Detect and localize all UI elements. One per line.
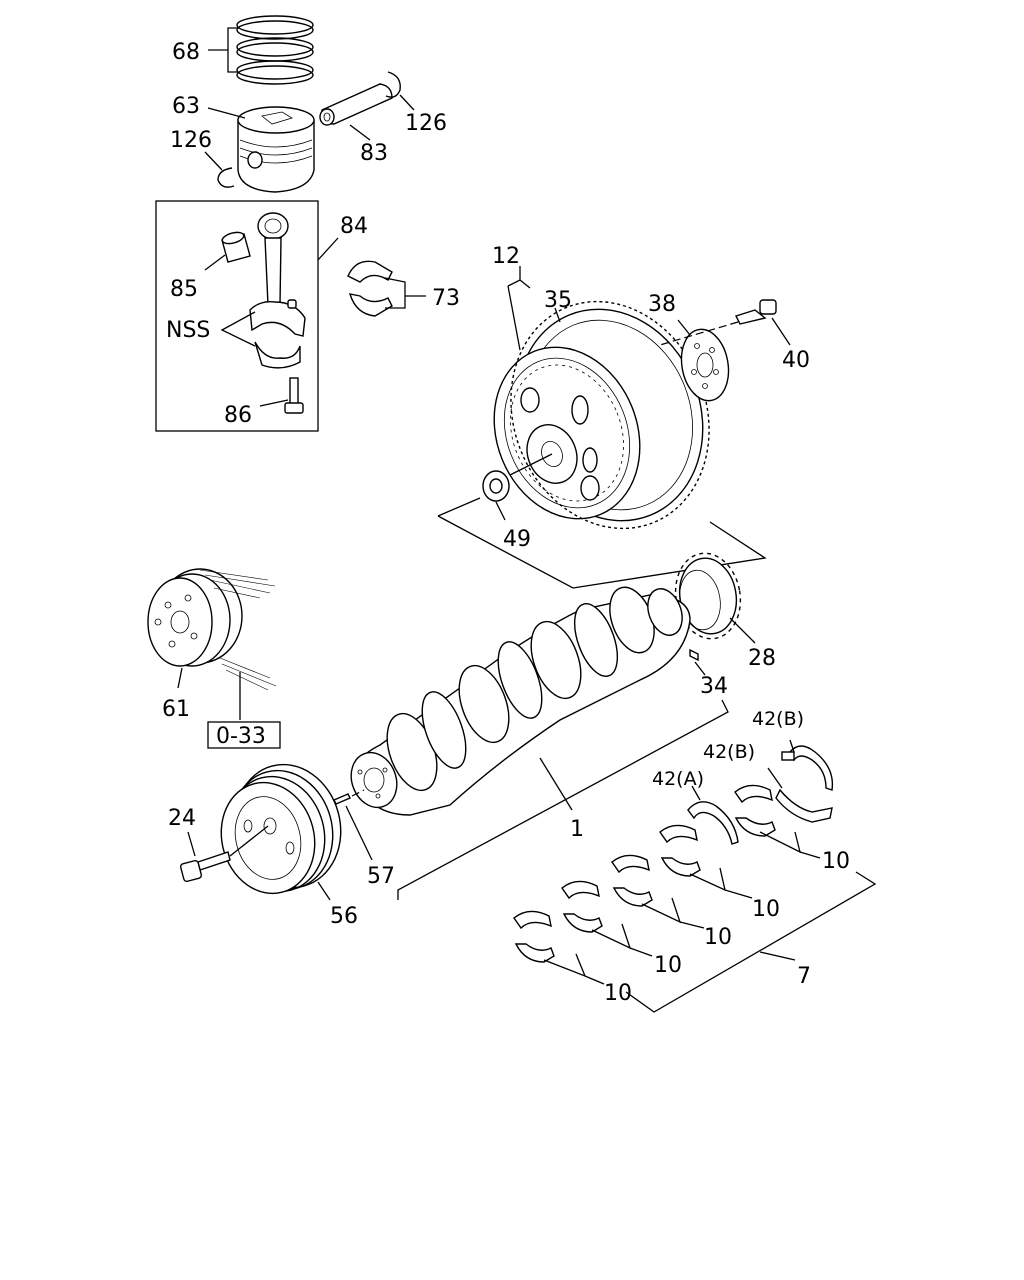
label-126-upper: 126 — [405, 111, 447, 136]
crank-pulley — [220, 763, 342, 895]
label-7: 7 — [797, 964, 811, 989]
thrust-washer-b-upper — [781, 745, 834, 791]
front-pulley — [147, 568, 243, 667]
label-49: 49 — [503, 527, 531, 552]
label-24: 24 — [168, 806, 196, 831]
main-bearing-1 — [513, 910, 555, 963]
flywheel — [493, 300, 710, 530]
crank-key — [689, 648, 699, 662]
label-86: 86 — [224, 403, 252, 428]
main-bearing-2 — [561, 880, 603, 933]
label-NSS: NSS — [166, 318, 210, 343]
label-10-d: 10 — [752, 897, 780, 922]
pilot-bearing — [482, 470, 510, 502]
label-28: 28 — [748, 646, 776, 671]
dowel-pin — [333, 793, 351, 805]
rod-bolt — [284, 299, 304, 414]
label-10-c: 10 — [704, 925, 732, 950]
piston-rings — [236, 15, 314, 85]
main-bearing-5 — [734, 784, 776, 837]
label-42b-lower: 42(B) — [703, 741, 755, 763]
label-10-b: 10 — [654, 953, 682, 978]
label-126-lower: 126 — [170, 128, 212, 153]
connecting-rod-box — [155, 200, 319, 432]
connecting-rod — [249, 212, 306, 369]
label-83: 83 — [360, 141, 388, 166]
label-85: 85 — [170, 277, 198, 302]
label-73: 73 — [432, 286, 460, 311]
label-42b-upper: 42(B) — [752, 708, 804, 730]
rod-bushing — [221, 231, 251, 263]
piston-pin — [319, 83, 393, 126]
crank-gear — [674, 552, 742, 640]
pulley-bolt — [179, 851, 231, 883]
label-68: 68 — [172, 40, 200, 65]
label-34: 34 — [700, 674, 728, 699]
label-40: 40 — [782, 348, 810, 373]
label-0-33: 0-33 — [216, 724, 266, 749]
label-57: 57 — [367, 864, 395, 889]
rod-bearing — [347, 260, 393, 317]
thrust-washer-a — [687, 801, 739, 845]
piston — [237, 106, 315, 193]
label-35: 35 — [544, 288, 572, 313]
flywheel-plate — [680, 328, 730, 402]
snap-ring-lower — [217, 167, 235, 188]
main-bearing-4 — [659, 824, 701, 877]
flywheel-bolt — [735, 299, 777, 325]
label-61: 61 — [162, 697, 190, 722]
ref-box — [207, 721, 281, 749]
snap-ring-upper — [385, 71, 401, 98]
belt-hatch — [199, 569, 277, 691]
label-38: 38 — [648, 292, 676, 317]
label-12: 12 — [492, 244, 520, 269]
label-10-e: 10 — [822, 849, 850, 874]
label-42a: 42(A) — [652, 768, 704, 790]
label-84: 84 — [340, 214, 368, 239]
label-63: 63 — [172, 94, 200, 119]
thrust-washer-b-lower — [775, 788, 833, 823]
crankshaft — [350, 586, 691, 816]
main-bearing-3 — [611, 854, 653, 907]
label-56: 56 — [330, 904, 358, 929]
label-1: 1 — [570, 817, 584, 842]
